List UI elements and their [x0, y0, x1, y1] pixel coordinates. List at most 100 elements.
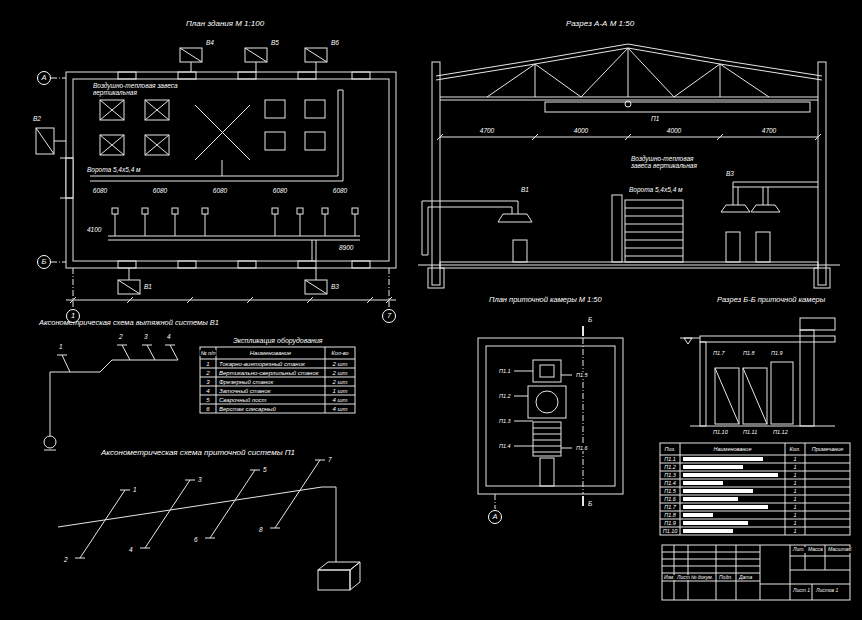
axis-bubble: 1	[66, 309, 80, 323]
building-section	[535, 64, 581, 97]
building-plan	[300, 214, 301, 236]
building-plan	[175, 214, 176, 236]
building-plan	[316, 62, 317, 72]
building-section	[432, 62, 440, 285]
title-block	[825, 545, 826, 570]
supply-axonometric	[275, 460, 320, 528]
chamber-section	[684, 338, 692, 344]
building-plan	[145, 135, 169, 155]
exhaust-axonometric	[170, 345, 178, 360]
building-plan	[145, 135, 169, 155]
drawing-label: 1	[792, 528, 797, 534]
building-section	[818, 62, 826, 285]
building-plan	[112, 208, 118, 214]
drawing-label: 1	[792, 504, 797, 510]
building-plan	[100, 135, 124, 155]
drawing-label: 4	[128, 546, 134, 553]
drawing-label: 1	[792, 488, 797, 494]
building-plan	[90, 181, 343, 182]
drawing-label: Примечание	[811, 446, 845, 452]
title-block	[790, 556, 850, 557]
chamber-plan	[561, 375, 572, 376]
building-plan	[338, 90, 339, 176]
building-plan	[195, 105, 250, 160]
chamber-section	[715, 368, 739, 424]
chamber-plan	[540, 458, 554, 486]
building-section	[733, 182, 734, 205]
drawing-label: Вертикально-сверлильный станок	[218, 370, 320, 377]
equipment-table	[200, 377, 355, 378]
drawing-label: 2	[63, 556, 69, 563]
drawing-label: Кол-во	[331, 350, 350, 356]
drawing-label: № п/п	[199, 350, 216, 356]
drawing-label: П1.10	[662, 528, 679, 534]
building-plan	[100, 135, 124, 155]
building-plan	[222, 160, 223, 176]
specification-table	[660, 455, 850, 456]
equipment-table	[200, 347, 355, 413]
title-block	[662, 581, 760, 582]
building-plan	[275, 214, 276, 236]
drawing-label: В1	[143, 283, 153, 290]
drawing-label: Поз.	[663, 446, 676, 452]
building-section	[733, 187, 818, 188]
supply-axonometric	[145, 480, 190, 548]
chamber-plan	[478, 326, 623, 509]
specification-table	[683, 465, 743, 469]
drawing-label: В3	[330, 283, 340, 290]
axis-bubble: А	[488, 510, 502, 524]
building-section	[422, 201, 423, 255]
exhaust-axonometric	[147, 345, 155, 360]
chamber-plan	[528, 386, 566, 418]
building-plan	[386, 297, 392, 303]
building-plan	[343, 90, 344, 181]
building-section	[815, 134, 821, 140]
specification-table	[660, 471, 850, 472]
drawing-label: 4000	[666, 127, 682, 134]
exhaust-axonometric	[44, 450, 56, 451]
chamber-plan	[533, 446, 561, 447]
drawing-label: 6080	[272, 187, 288, 194]
drawing-label: 4	[166, 333, 172, 340]
specification-table	[660, 443, 850, 535]
chamber-plan	[514, 396, 528, 397]
chamber-plan	[478, 338, 623, 494]
drawing-label: 1	[792, 472, 797, 478]
building-section	[498, 214, 532, 222]
chamber-plan	[582, 496, 584, 506]
supply-axonometric	[350, 562, 360, 590]
drawing-label: Токарно-винторезный станок	[218, 361, 306, 368]
axis-letter: 1	[71, 312, 75, 320]
building-plan	[66, 300, 396, 301]
building-plan	[60, 198, 73, 199]
drawing-label: Листов 1	[815, 588, 839, 594]
axis-letter: А	[41, 74, 46, 82]
drawing-label: П1.10	[712, 429, 729, 435]
title-block	[790, 545, 791, 600]
drawing-label: 4	[205, 388, 210, 395]
drawing-label: 2 шт	[332, 370, 349, 377]
building-plan	[142, 208, 148, 214]
specification-table	[660, 479, 850, 480]
building-plan	[256, 62, 257, 72]
building-plan	[325, 214, 326, 236]
building-plan	[316, 268, 317, 280]
building-plan	[54, 141, 66, 142]
building-plan	[145, 100, 169, 120]
drawing-label: 2 шт	[332, 379, 349, 386]
building-plan	[178, 261, 196, 268]
title-block	[790, 570, 850, 571]
chamber-plan	[514, 421, 533, 422]
building-plan	[118, 280, 140, 294]
building-section	[625, 232, 683, 233]
drawing-label: П1.9	[770, 350, 784, 356]
chamber-section	[700, 336, 835, 342]
chamber-section	[771, 362, 793, 424]
specification-table	[683, 497, 738, 501]
chamber-section	[800, 330, 814, 426]
drawing-label: 8900	[338, 244, 354, 251]
drawing-label: П1.2	[498, 393, 512, 399]
drawing-label: В5	[270, 39, 280, 46]
building-plan	[129, 268, 130, 280]
building-plan	[90, 176, 338, 177]
